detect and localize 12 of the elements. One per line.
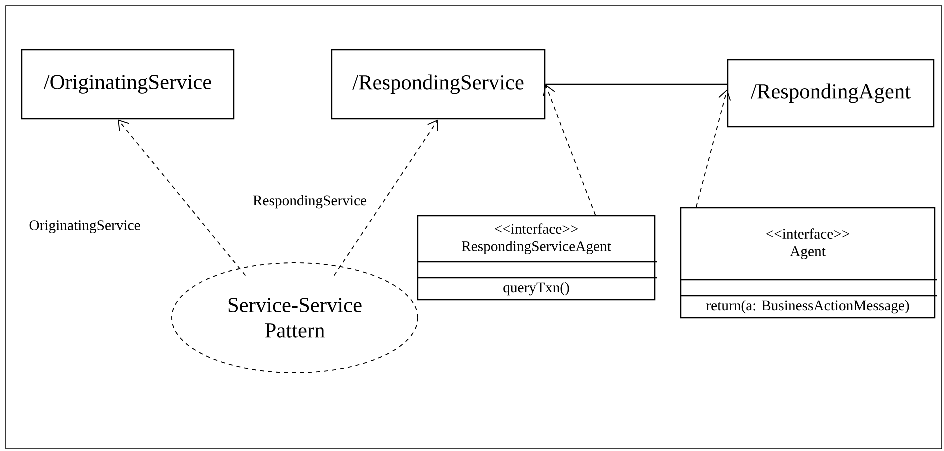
association-line [546,84,728,86]
dependency-arrow [696,89,732,208]
edge-label: OriginatingService [30,220,140,234]
class-box: /OriginatingService [21,49,235,120]
class-box: /RespondingAgent [727,59,935,128]
class-box: <<interface>> Agent return(a: BusinessActionMessage) [680,207,937,319]
class-box: <<interface>> RespondingServiceAgent queryTxn() [417,215,657,301]
edge-label: RespondingService [253,195,367,209]
dependency-arrow [334,120,438,276]
dependency-arrow [118,120,246,276]
class-box: /RespondingService [331,49,546,120]
dependency-arrow [543,84,596,216]
